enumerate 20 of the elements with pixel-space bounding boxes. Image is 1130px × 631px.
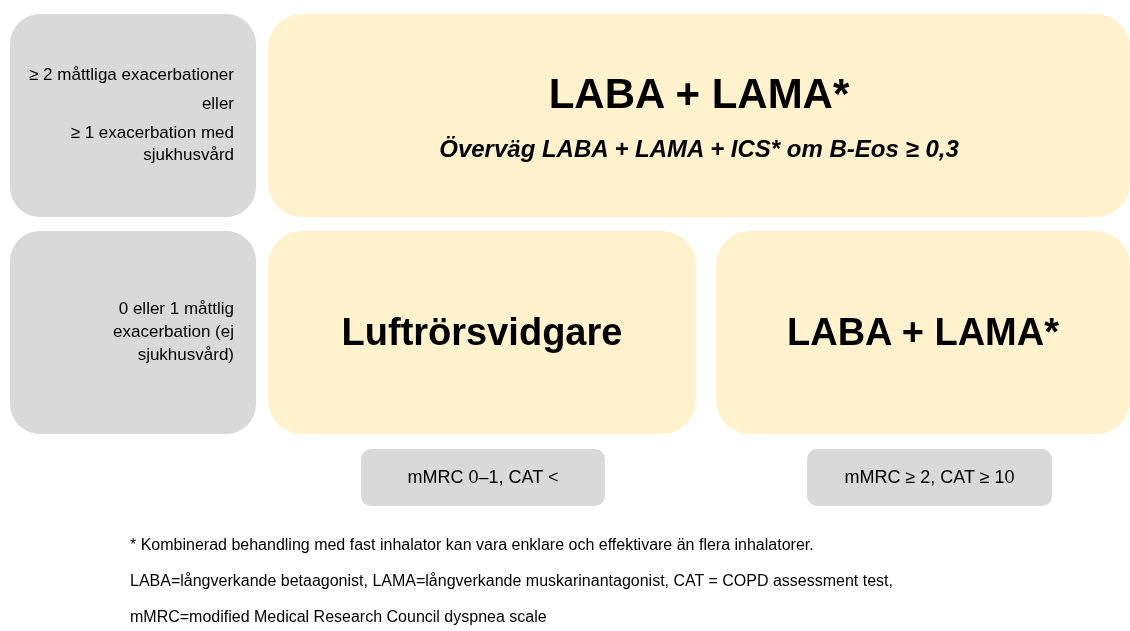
footnote-text: * Kombinerad behandling med fast inhalator kan vara enklare och effektivare än flera inhalatorer. [130, 536, 814, 554]
symptom-criteria-text: mMRC 0–1, CAT < [406, 466, 560, 490]
criteria-panel [10, 14, 256, 217]
symptom-criteria-text: mMRC ≥ 2, CAT ≥ 10 [843, 466, 1016, 490]
treatment-heading: LABA + LAMA* [786, 309, 1060, 355]
symptom-criteria-box [807, 449, 1052, 506]
footnote-text: LABA=långverkande betaagonist, LAMA=långverkande muskarinantagonist, CAT = COPD assessment test, [130, 572, 893, 590]
treatment-note: Överväg LABA + LAMA + ICS* om B-Eos ≥ 0,3 [438, 133, 960, 164]
criteria-text: ≥ 2 måttliga exacerbationer [28, 63, 234, 86]
criteria-text: 0 eller 1 måttlig exacerbation (ej sjukhusvård) [112, 298, 234, 366]
treatment-panel [268, 14, 1130, 217]
treatment-panel [716, 231, 1130, 434]
treatment-heading: Luftrörsvidgare [340, 309, 624, 355]
criteria-text: eller [200, 92, 234, 115]
treatment-heading: LABA + LAMA* [547, 68, 851, 119]
footnote-text: mMRC=modified Medical Research Council dyspnea scale [130, 608, 547, 626]
criteria-panel [10, 231, 256, 434]
treatment-panel [268, 231, 696, 434]
criteria-text: ≥ 1 exacerbation med sjukhusvård [69, 121, 234, 167]
symptom-criteria-box [361, 449, 605, 506]
